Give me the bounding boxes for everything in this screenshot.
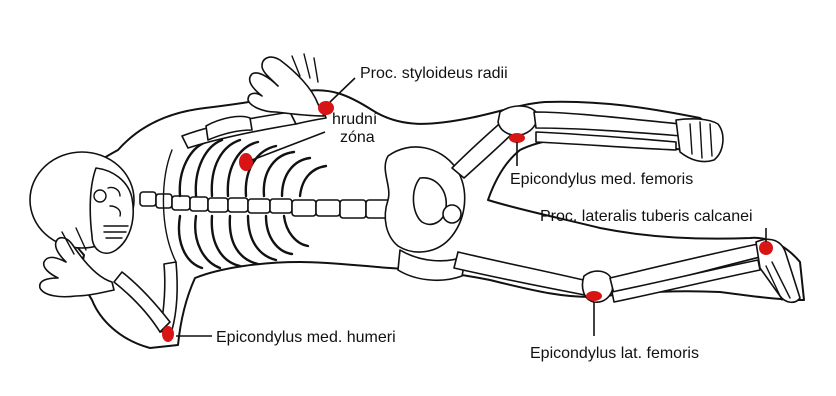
label-epicondylus-lat-femoris: Epicondylus lat. femoris bbox=[530, 345, 699, 362]
marker-proc-lateralis-tuberis-calcanei bbox=[759, 241, 773, 255]
label-zona: zóna bbox=[340, 129, 375, 146]
marker-epicondylus-lat-femoris bbox=[586, 291, 602, 301]
label-proc-styloideus-radii: Proc. styloideus radii bbox=[360, 65, 508, 82]
label-epicondylus-med-femoris: Epicondylus med. femoris bbox=[510, 171, 693, 188]
label-proc-lateralis-tuberis-calcanei: Proc. lateralis tuberis calcanei bbox=[540, 208, 753, 225]
marker-hrudni-zona bbox=[239, 153, 253, 171]
marker-epicondylus-med-humeri bbox=[162, 326, 174, 342]
marker-epicondylus-med-femoris bbox=[509, 133, 525, 143]
label-epicondylus-med-humeri: Epicondylus med. humeri bbox=[216, 329, 396, 346]
skull bbox=[30, 152, 134, 253]
label-hrudni: hrudní bbox=[332, 111, 378, 128]
